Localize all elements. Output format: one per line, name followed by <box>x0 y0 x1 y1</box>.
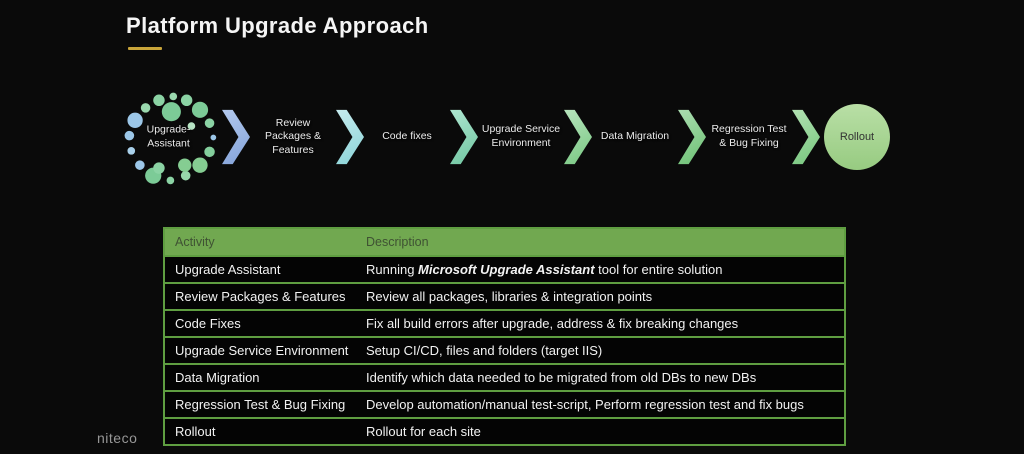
column-header-description: Description <box>356 227 845 257</box>
flow-step-label: Code fixes <box>382 130 432 143</box>
chevron-icon <box>564 109 592 165</box>
upgrade-assistant-label: Upgrade-Assistant <box>146 123 191 149</box>
description-cell: Rollout for each site <box>356 417 845 446</box>
flow-step-label: Upgrade Service Environment <box>481 123 561 149</box>
description-cell: Running Microsoft Upgrade Assistant tool… <box>356 255 845 284</box>
table-header-row: Activity Description <box>164 227 845 257</box>
column-header-activity: Activity <box>164 227 356 257</box>
activity-cell: Review Packages & Features <box>164 282 356 311</box>
activity-cell: Regression Test & Bug Fixing <box>164 390 356 419</box>
activity-cell: Upgrade Service Environment <box>164 336 356 365</box>
page-title: Platform Upgrade Approach <box>126 13 429 38</box>
chevron-icon <box>678 109 706 165</box>
flow-step-label: Data Migration <box>600 130 670 143</box>
rollout-node: Rollout <box>824 104 890 170</box>
description-cell: Review all packages, libraries & integra… <box>356 282 845 311</box>
dotted-circle-icon <box>124 92 217 184</box>
description-cell: Develop automation/manual test-script, P… <box>356 390 845 419</box>
description-cell: Identify which data needed to be migrate… <box>356 363 845 392</box>
niteco-logo: niteco <box>97 430 138 446</box>
activity-cell: Data Migration <box>164 363 356 392</box>
activity-cell: Code Fixes <box>164 309 356 338</box>
chevron-icon <box>792 109 820 165</box>
rollout-label: Rollout <box>839 131 875 143</box>
description-cell: Fix all build errors after upgrade, addr… <box>356 309 845 338</box>
activity-cell: Upgrade Assistant <box>164 255 356 284</box>
title-underline <box>128 47 162 50</box>
process-flow: Upgrade-Assistant Review Packages & Feat… <box>116 84 890 190</box>
flow-step-label: Regression Test & Bug Fixing <box>711 123 787 149</box>
activity-cell: Rollout <box>164 417 356 446</box>
chevron-icon <box>222 109 250 165</box>
flow-step-label: Review Packages & Features <box>264 116 322 156</box>
description-cell: Setup CI/CD, files and folders (target I… <box>356 336 845 365</box>
upgrade-assistant-node: Upgrade-Assistant <box>116 85 221 190</box>
chevron-icon <box>336 109 364 165</box>
chevron-icon <box>450 109 478 165</box>
